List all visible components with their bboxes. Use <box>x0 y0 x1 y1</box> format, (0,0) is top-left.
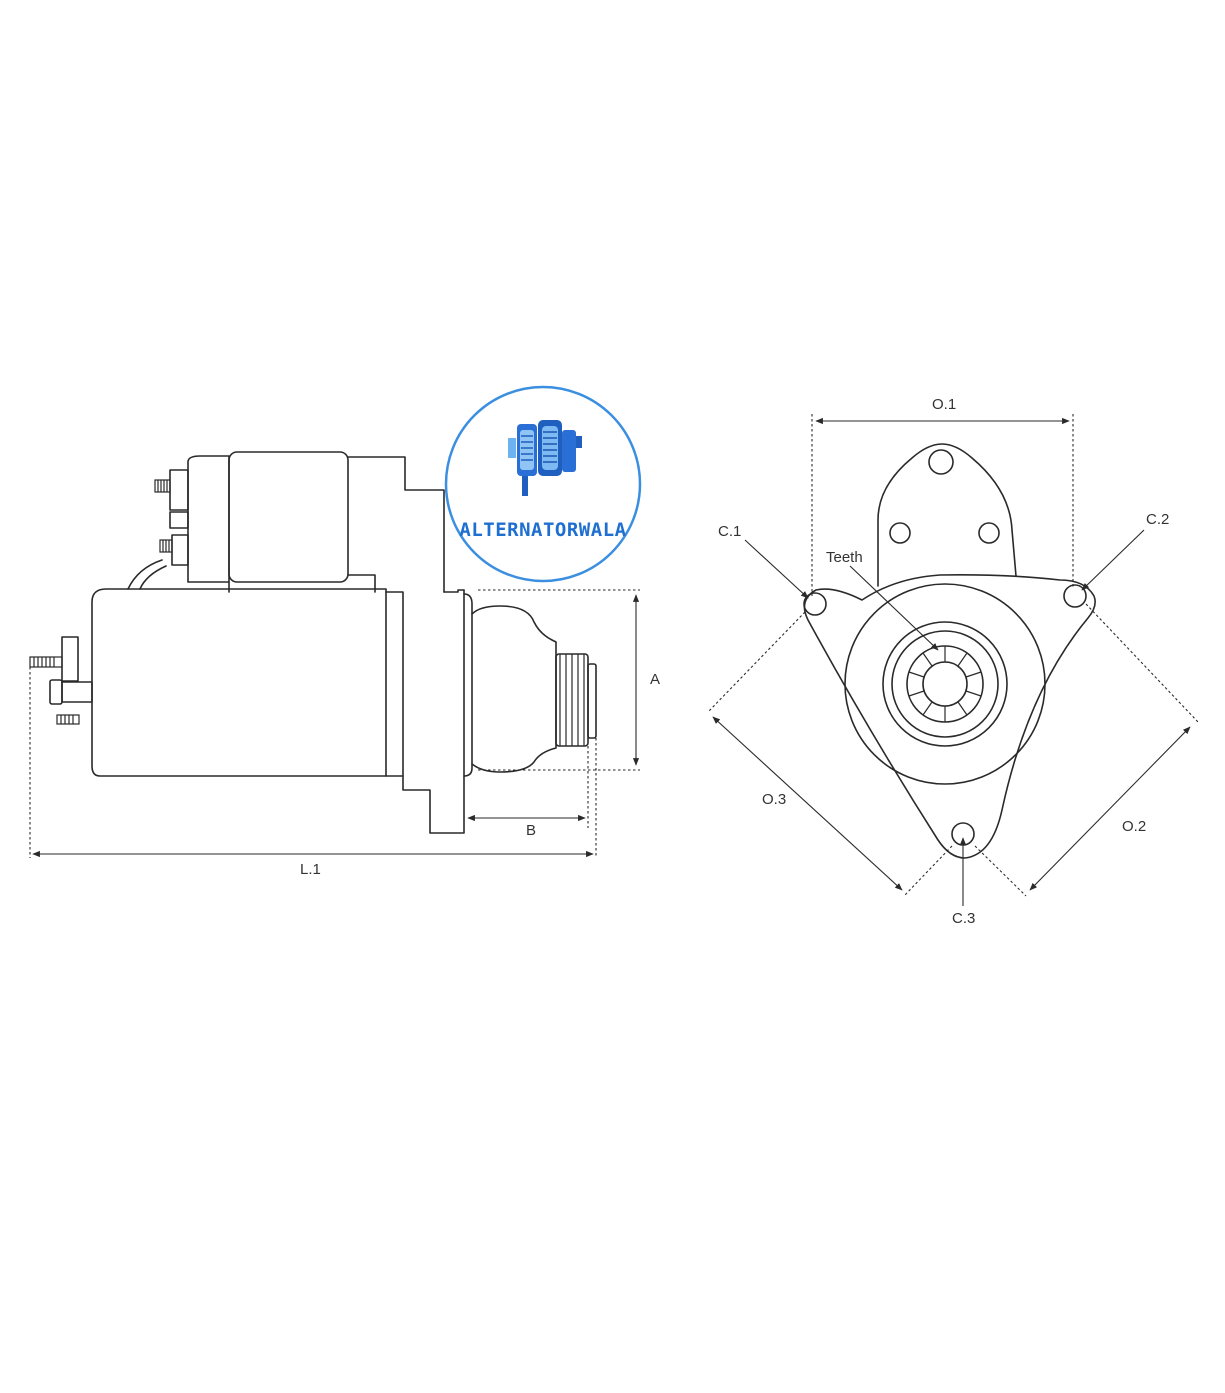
mounting-flange <box>803 574 1096 859</box>
callout-teeth-label: Teeth <box>826 549 863 566</box>
top-mounting-lobe <box>877 443 1017 587</box>
dimension-o1: O.1 <box>811 396 1074 596</box>
callout-c3-label: C.3 <box>952 910 975 927</box>
callout-c2: C.2 <box>1081 511 1169 591</box>
dimension-o1-label: O.1 <box>932 396 956 413</box>
alternator-icon <box>508 420 582 496</box>
dimension-b-label: B <box>526 822 536 839</box>
dimension-l1-label: L.1 <box>300 861 321 878</box>
pinion-teeth <box>908 646 982 722</box>
callout-c1: C.1 <box>718 523 809 599</box>
dimension-b: B <box>467 746 589 839</box>
mounting-hole-c1 <box>803 592 827 616</box>
rear-terminal-studs <box>29 636 93 725</box>
dimension-a: A <box>478 589 660 771</box>
dimension-o2: O.2 <box>974 603 1199 897</box>
logo-ring <box>444 385 642 583</box>
logo-brand-name: ALTERNATORWALA <box>459 519 626 541</box>
solenoid <box>154 451 445 593</box>
brand-logo: ALTERNATORWALA <box>444 385 642 583</box>
front-view: O.1 O.2 O.3 C.1 C.2 C.3 <box>707 396 1199 927</box>
dimension-o2-label: O.2 <box>1122 818 1146 835</box>
callout-c3: C.3 <box>952 837 975 927</box>
callout-c2-label: C.2 <box>1146 511 1169 528</box>
mounting-hole-c2 <box>1063 584 1087 608</box>
dimension-a-label: A <box>650 671 660 688</box>
drive-end-housing <box>402 589 597 834</box>
dimension-o3: O.3 <box>707 611 953 897</box>
motor-body <box>91 588 387 777</box>
callout-c1-label: C.1 <box>718 523 741 540</box>
dimension-o3-label: O.3 <box>762 791 786 808</box>
callout-teeth: Teeth <box>826 549 939 651</box>
side-view: A B L.1 <box>29 451 660 878</box>
dimension-l1: L.1 <box>29 667 597 878</box>
